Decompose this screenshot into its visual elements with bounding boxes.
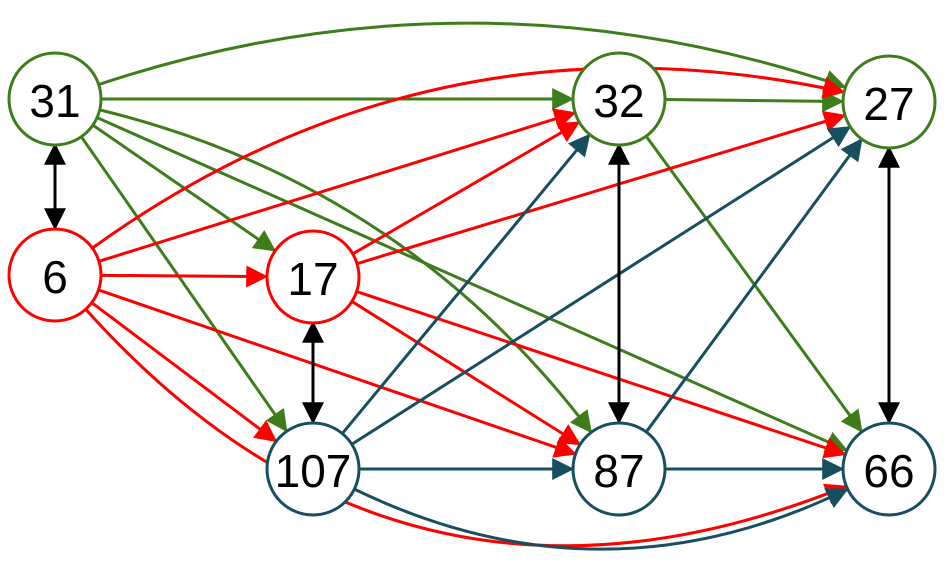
node-6-label: 6 <box>42 251 68 303</box>
node-66: 66 <box>841 421 937 517</box>
edge-107-to-66 <box>353 487 849 551</box>
edge-6-to-87 <box>98 288 577 458</box>
edge-17-to-32 <box>352 121 581 256</box>
node-32-circle <box>571 51 667 147</box>
node-6-circle <box>7 227 103 323</box>
node-107-label: 107 <box>275 445 352 497</box>
edge-6-to-107 <box>90 301 278 443</box>
node-17: 17 <box>265 229 361 325</box>
edge-87-to-27 <box>645 138 863 433</box>
node-17-circle <box>265 229 361 325</box>
node-31-label: 31 <box>29 75 80 127</box>
edge-32-to-27 <box>664 90 845 113</box>
node-107: 107 <box>265 421 361 517</box>
node-32-label: 32 <box>593 75 644 127</box>
node-66-label: 66 <box>863 445 914 497</box>
node-87-label: 87 <box>593 445 644 497</box>
node-27-circle <box>841 54 937 150</box>
node-27: 27 <box>841 54 937 150</box>
edge-31-to-27 <box>98 21 847 91</box>
edge-31-to-87 <box>99 108 592 434</box>
node-17-label: 17 <box>287 253 338 305</box>
edge-107-to-32 <box>341 133 591 435</box>
node-6: 6 <box>7 227 103 323</box>
node-107-circle <box>265 421 361 517</box>
edge-107-to-27 <box>350 125 852 446</box>
edges-layer <box>44 21 900 551</box>
node-31: 31 <box>7 51 103 147</box>
edge-6-to-32 <box>98 108 577 263</box>
node-27-label: 27 <box>863 78 914 130</box>
edge-6-to-27 <box>91 66 846 250</box>
node-87-circle <box>571 421 667 517</box>
node-87: 87 <box>571 421 667 517</box>
edge-17-to-27 <box>356 110 847 266</box>
edge-31-to-66 <box>96 116 849 452</box>
node-32: 32 <box>571 51 667 147</box>
edge-6-to-17 <box>100 265 269 288</box>
edge-31-to-107 <box>80 135 288 433</box>
nodes-layer: 31 6 17 107 32 87 27 66 <box>7 51 937 517</box>
node-66-circle <box>841 421 937 517</box>
node-31-circle <box>7 51 103 147</box>
edge-6-to-66 <box>84 308 848 548</box>
